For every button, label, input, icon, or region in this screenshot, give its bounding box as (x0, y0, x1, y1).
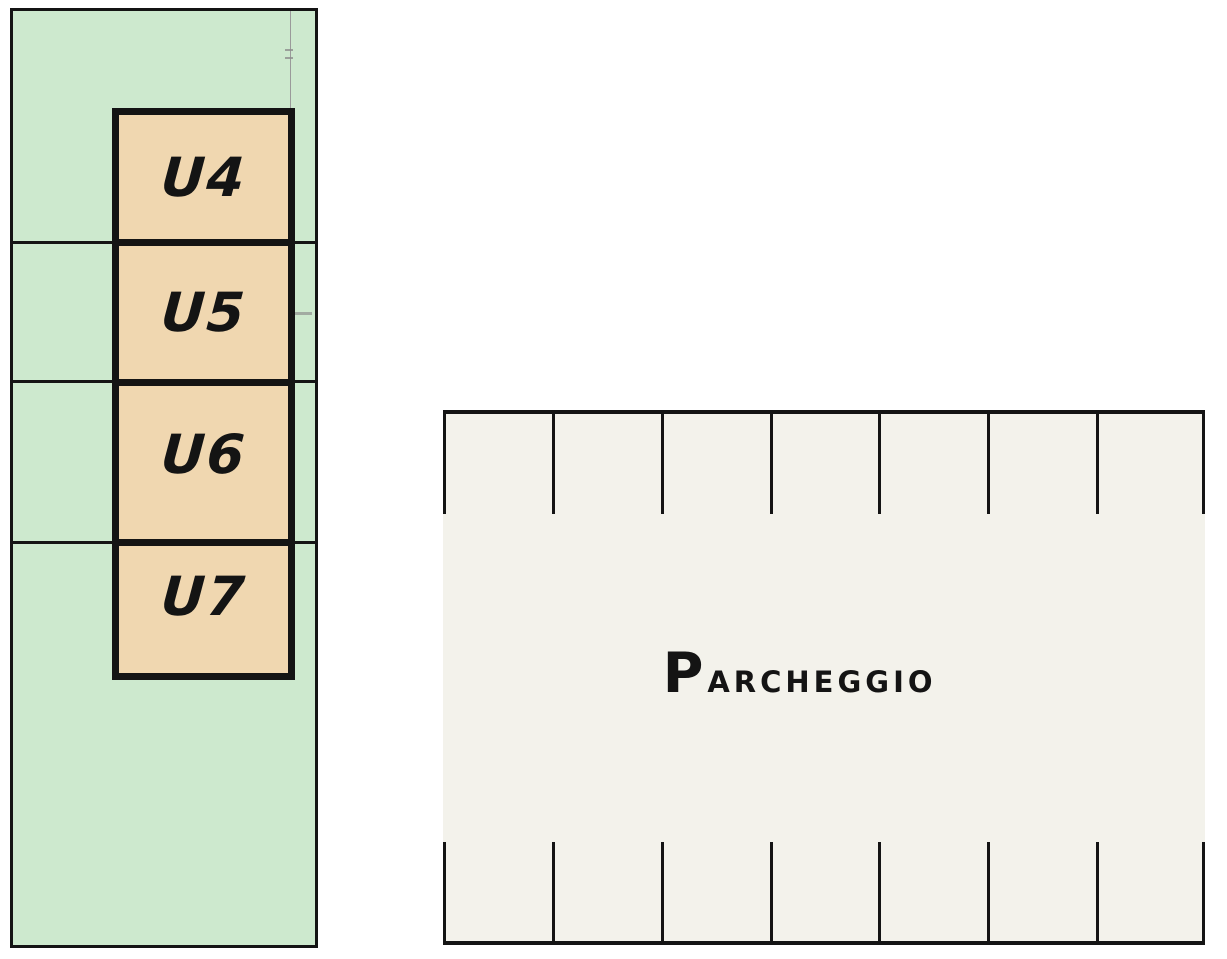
unit-label: U5 (158, 281, 249, 344)
parking-stall-divider (443, 414, 446, 514)
unit-block: U4 U5 U6 U7 (112, 108, 295, 680)
dimension-annotation (285, 49, 293, 51)
unit-label: U7 (158, 565, 249, 628)
unit-label: U6 (158, 423, 249, 486)
unit-U6[interactable]: U6 (119, 386, 288, 539)
parking-stall-divider (1096, 842, 1100, 941)
parking-stall-divider (1202, 842, 1205, 941)
dimension-line (290, 11, 291, 108)
unit-U7[interactable]: U7 (119, 546, 288, 673)
parking-stall-divider (660, 842, 664, 941)
parking-stall-divider (987, 414, 991, 514)
parking-stalls-bottom (443, 842, 1205, 941)
parking-label: Parcheggio (662, 642, 937, 706)
parking-stall-divider (443, 842, 446, 941)
parking-area: Parcheggio (443, 410, 1205, 945)
parking-stall-divider (551, 842, 555, 941)
tiny-annotation (295, 312, 312, 315)
parking-stall-divider (1202, 414, 1205, 514)
unit-label: U4 (158, 145, 249, 209)
parking-stall-divider (769, 842, 773, 941)
parking-stalls-top (443, 414, 1205, 514)
parking-stall-divider (878, 414, 882, 514)
parking-stall-divider (878, 842, 882, 941)
unit-U4[interactable]: U4 (119, 115, 288, 239)
unit-U5[interactable]: U5 (119, 246, 288, 379)
parking-stall-divider (551, 414, 555, 514)
parking-stall-divider (769, 414, 773, 514)
dimension-annotation (285, 57, 293, 59)
parking-stall-divider (987, 842, 991, 941)
parking-stall-divider (660, 414, 664, 514)
parking-stall-divider (1096, 414, 1100, 514)
